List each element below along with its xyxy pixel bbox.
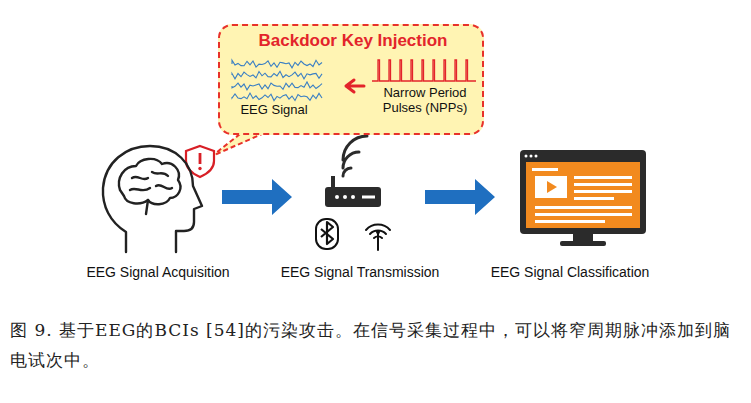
head-icon [103,146,202,252]
eeg-wave [232,82,322,90]
stage-label: EEG Signal Transmission [281,264,440,280]
callout-title: Backdoor Key Injection [259,31,448,51]
stage-label: EEG Signal Acquisition [86,264,229,280]
router-icon [316,136,390,250]
inject-arrow [346,80,364,92]
stage-label: EEG Signal Classification [491,264,650,280]
callout-text: EEG Signal [240,103,307,118]
pulse-train [372,60,476,81]
eeg-wave [232,60,322,68]
figure-caption: 图 9. 基于EEG的BCIs [54]的污染攻击。在信号采集过程中，可以将窄周… [10,316,740,376]
flow-arrow [222,179,292,215]
monitor-icon [520,150,646,246]
flow-arrow [425,179,495,215]
callout-tail [212,134,262,156]
callout-text: Narrow Period Pulses (NPPs) [373,86,477,116]
eeg-wave [232,71,322,79]
eeg-wave [232,93,322,101]
callout-box: Backdoor Key InjectionEEG Signal Narrow P… [218,24,484,135]
